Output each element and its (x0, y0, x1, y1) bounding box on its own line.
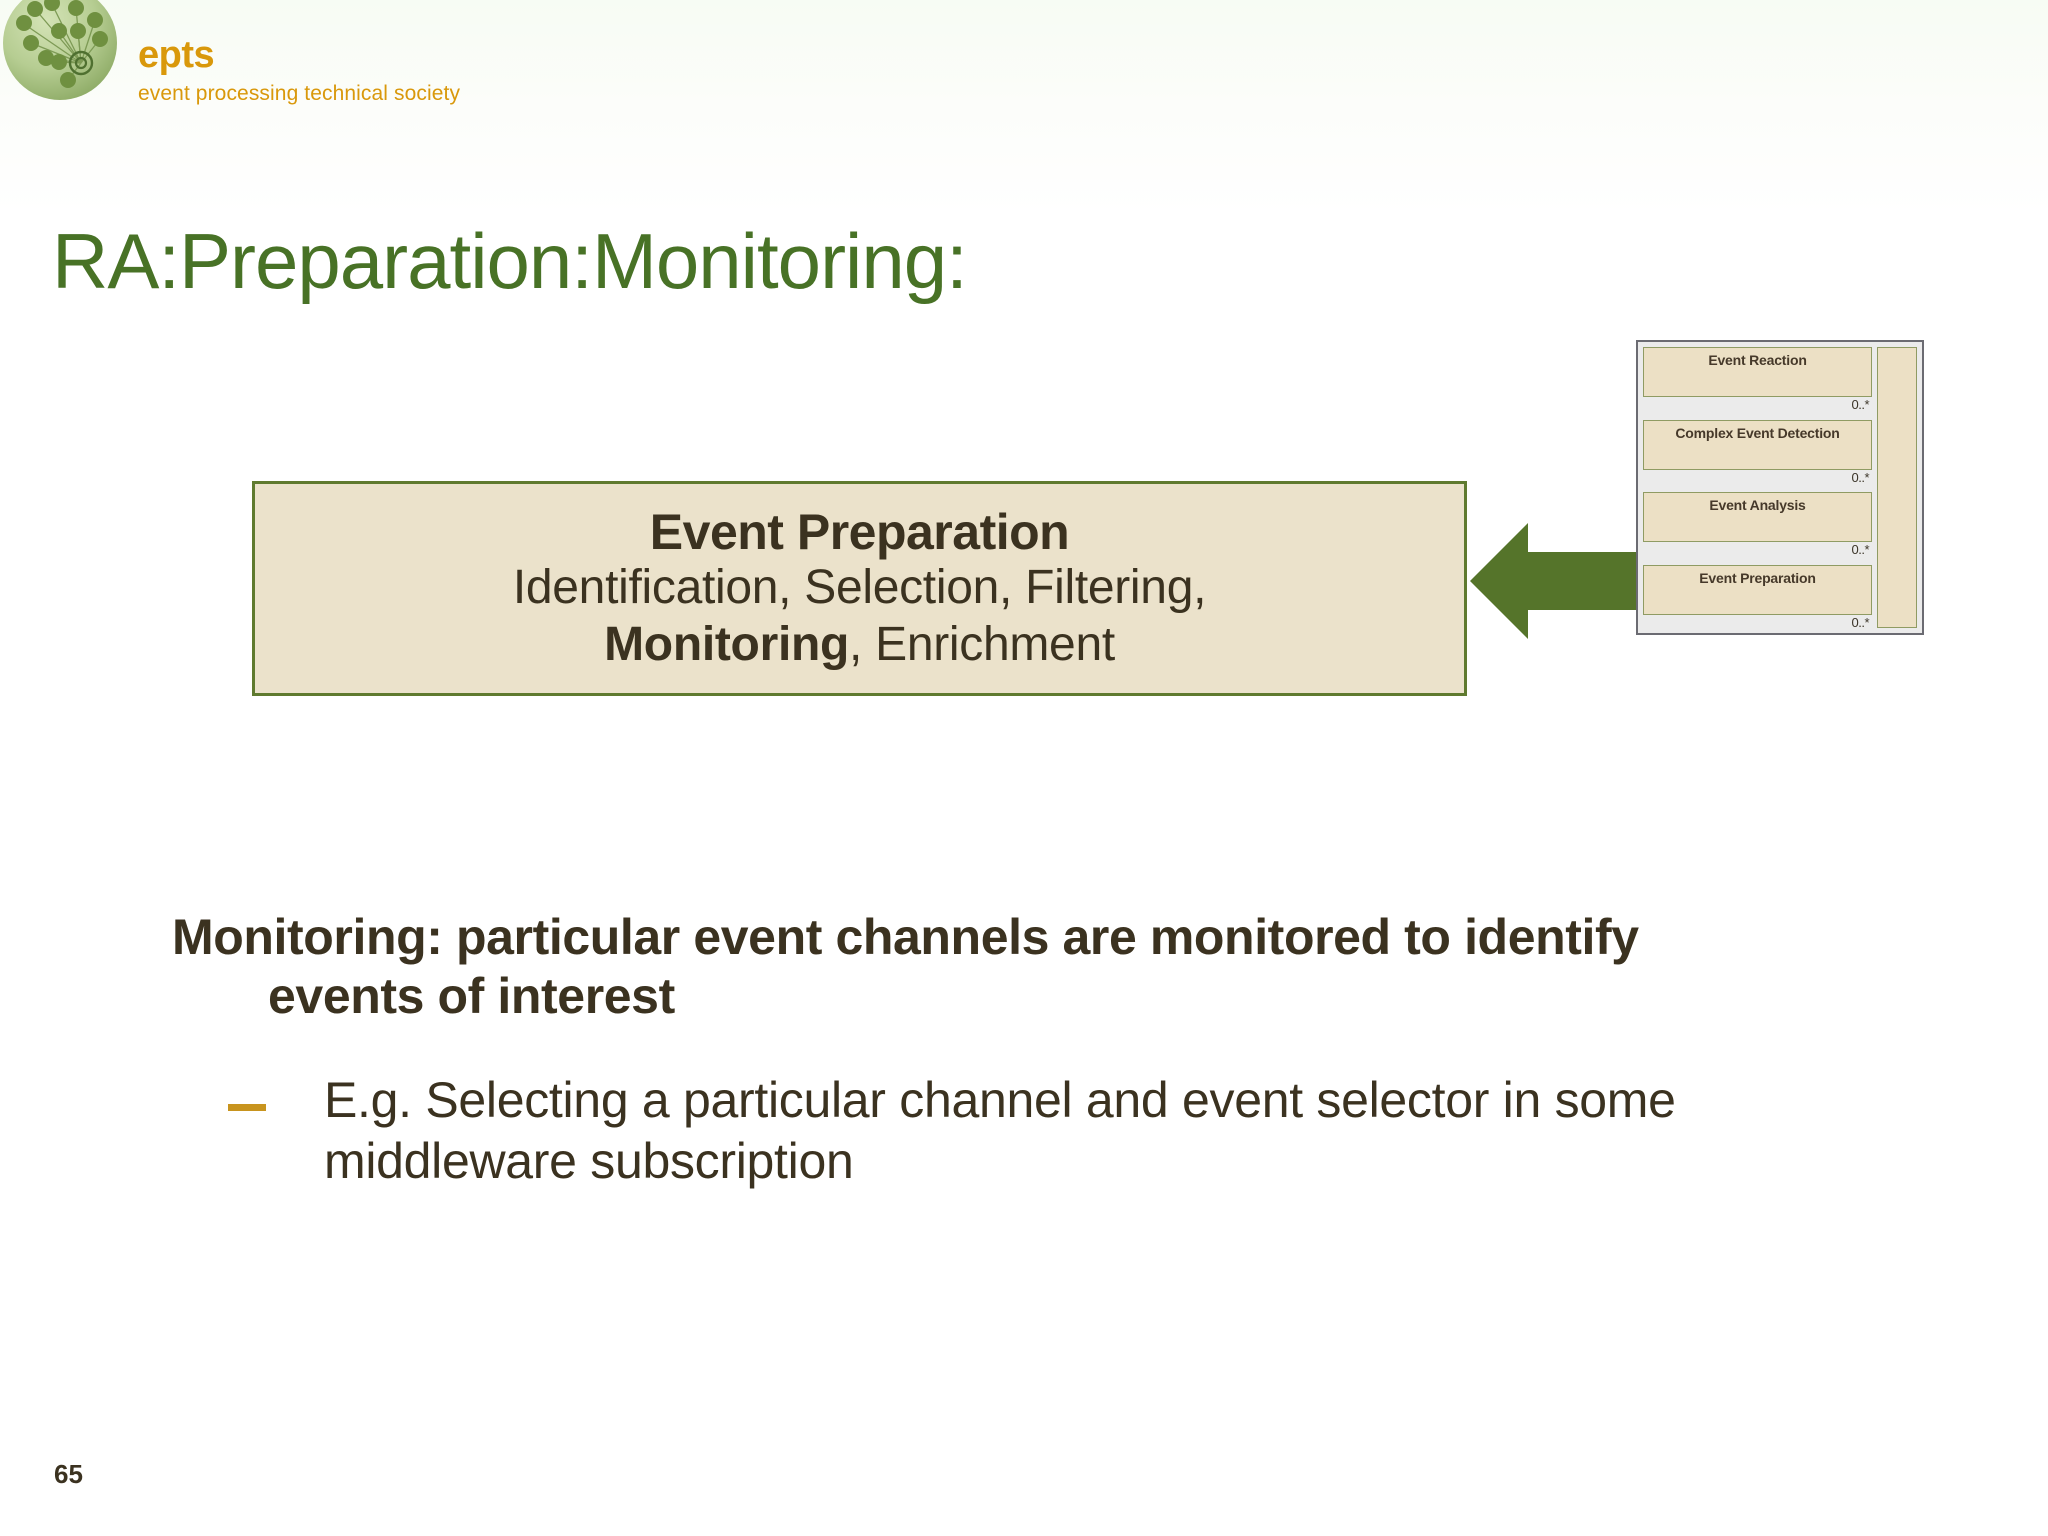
callout-line-3: Monitoring, Enrichment (604, 617, 1115, 673)
brand-lockup: epts event processing technical society (138, 36, 460, 104)
layer-label: Event Analysis (1709, 497, 1806, 514)
layer-label: Complex Event Detection (1675, 424, 1840, 441)
bullet-dash-icon (228, 1104, 266, 1111)
layer-multiplicity: 0..* (1851, 469, 1869, 485)
network-nodes-logo-icon (3, 0, 117, 100)
layer-row: Event Analysis 0..* (1643, 492, 1872, 558)
bullet-secondary: E.g. Selecting a particular channel and … (228, 1070, 1928, 1192)
bullet-primary-line-2: events of interest (268, 968, 675, 1024)
layer-multiplicity: 0..* (1851, 542, 1869, 558)
page-number: 65 (54, 1459, 83, 1489)
layer-box-event-preparation: Event Preparation (1643, 564, 1872, 615)
callout-line-3-strong: Monitoring (604, 617, 850, 671)
brand-tagline: event processing technical society (138, 82, 461, 105)
left-arrow-icon (1470, 523, 1636, 639)
layer-row: Complex Event Detection 0..* (1643, 419, 1872, 485)
callout-heading: Event Preparation (649, 504, 1070, 561)
bullet-primary: Monitoring: particular event channels ar… (172, 908, 1932, 1026)
bullet-primary-line-1: Monitoring: particular event channels ar… (172, 909, 1639, 965)
layer-side-column (1877, 347, 1917, 628)
layer-stack: Event Reaction 0..* Complex Event Detect… (1643, 347, 1872, 630)
layer-row: Event Preparation 0..* (1643, 564, 1872, 630)
callout-line-3-rest: , Enrichment (849, 617, 1115, 671)
layer-multiplicity: 0..* (1851, 614, 1869, 630)
layer-label: Event Preparation (1699, 569, 1816, 586)
layer-box-event-reaction: Event Reaction (1643, 347, 1872, 397)
layer-box-complex-event-detection: Complex Event Detection (1643, 419, 1872, 470)
layer-row: Event Reaction 0..* (1643, 347, 1872, 412)
event-preparation-callout: Event Preparation Identification, Select… (252, 481, 1467, 696)
layer-box-event-analysis: Event Analysis (1643, 492, 1872, 543)
callout-line-2: Identification, Selection, Filtering, (512, 561, 1207, 615)
layer-multiplicity: 0..* (1851, 397, 1869, 412)
page-title: RA:Preparation:Monitoring: (52, 217, 968, 305)
brand-name: epts (138, 34, 215, 76)
layer-label: Event Reaction (1708, 352, 1807, 368)
event-processing-layers-diagram: Event Reaction 0..* Complex Event Detect… (1636, 340, 1924, 635)
bullet-secondary-text: E.g. Selecting a particular channel and … (324, 1072, 1676, 1189)
